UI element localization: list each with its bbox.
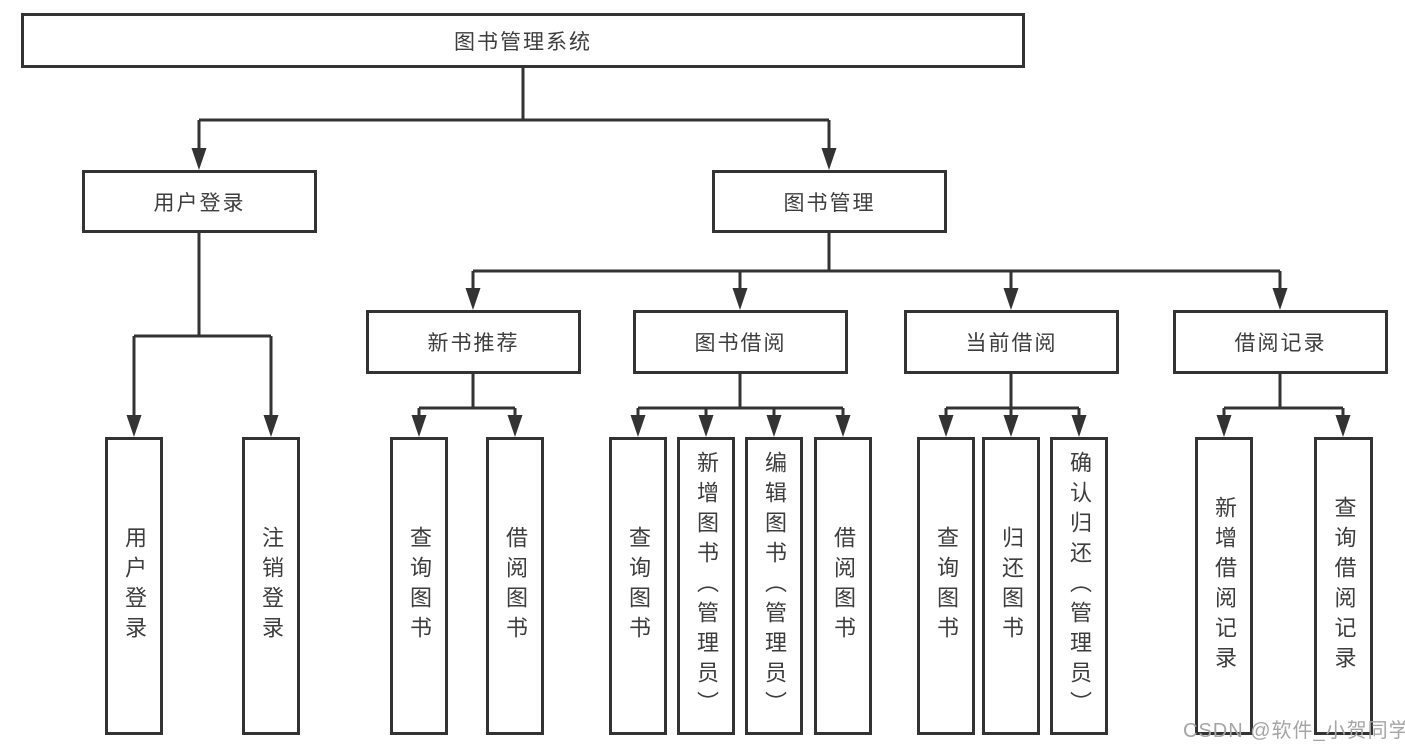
leaf-query-borrow-record: 查询借阅记录 — [1314, 437, 1373, 735]
edge-user-trunk — [134, 233, 271, 338]
leaf-query-books: 查询图书 — [609, 437, 667, 735]
arrowhead-icon — [732, 288, 748, 310]
edge-root-trunk — [199, 68, 829, 122]
node-book-management-branch: 图书管理 — [712, 170, 947, 233]
node-label: 新增借阅记录 — [1212, 496, 1237, 676]
edge-current-trunk — [946, 374, 1079, 410]
node-label: 编辑图书（管理员） — [762, 451, 787, 721]
node-new-book-recommend: 新书推荐 — [366, 310, 581, 374]
leaf-query-books: 查询图书 — [917, 437, 975, 735]
arrowhead-icon — [835, 415, 851, 437]
node-current-borrow: 当前借阅 — [904, 310, 1119, 374]
leaf-borrow-books: 借阅图书 — [486, 437, 544, 735]
leaf-add-borrow-record: 新增借阅记录 — [1195, 437, 1253, 735]
arrowhead-icon — [698, 415, 714, 437]
edge-book-trunk — [473, 233, 1280, 273]
arrowhead-icon — [1003, 415, 1019, 437]
arrowhead-icon — [1216, 415, 1232, 437]
node-label: 当前借阅 — [965, 332, 1058, 355]
node-label: 新书推荐 — [427, 332, 520, 355]
node-label: 用户登录 — [122, 526, 147, 646]
arrowhead-icon — [821, 148, 837, 170]
arrowhead-icon — [126, 415, 142, 437]
node-borrow-records: 借阅记录 — [1173, 310, 1388, 374]
leaf-edit-books-admin: 编辑图书（管理员） — [745, 437, 803, 735]
arrowhead-icon — [630, 415, 646, 437]
leaf-confirm-return-admin: 确认归还（管理员） — [1050, 437, 1108, 735]
arrowhead-icon — [263, 415, 279, 437]
node-label: 图书管理系统 — [454, 30, 592, 54]
leaf-user-login: 用户登录 — [105, 437, 163, 735]
node-label: 图书管理 — [783, 191, 876, 215]
node-label: 新增图书（管理员） — [694, 451, 719, 721]
edge-borrow-trunk — [638, 374, 843, 410]
node-label: 查询图书 — [407, 526, 432, 646]
node-label: 借阅图书 — [503, 526, 528, 646]
node-library-management-system: 图书管理系统 — [21, 13, 1025, 68]
leaf-add-books-admin: 新增图书（管理员） — [677, 437, 735, 735]
leaf-borrow-books: 借阅图书 — [814, 437, 872, 735]
arrowhead-icon — [1335, 415, 1351, 437]
arrowhead-icon — [938, 415, 954, 437]
arrowhead-icon — [465, 288, 481, 310]
node-label: 借阅记录 — [1234, 332, 1327, 355]
arrowhead-icon — [1272, 288, 1288, 310]
arrowhead-icon — [191, 148, 207, 170]
arrowhead-icon — [1071, 415, 1087, 437]
node-book-borrow: 图书借阅 — [633, 310, 848, 374]
node-label: 查询图书 — [626, 526, 651, 646]
edge-records-trunk — [1224, 374, 1343, 410]
leaf-return-books: 归还图书 — [982, 437, 1040, 735]
leaf-query-books: 查询图书 — [390, 437, 448, 735]
arrowhead-icon — [1003, 288, 1019, 310]
node-label: 归还图书 — [999, 526, 1024, 646]
edge-newbook-trunk — [419, 374, 515, 410]
leaf-logout: 注销登录 — [242, 437, 300, 735]
node-label: 查询图书 — [934, 526, 959, 646]
csdn-watermark: CSDN @软件_小贺同学 — [1183, 720, 1405, 742]
node-label: 用户登录 — [153, 191, 246, 215]
node-label: 注销登录 — [259, 526, 284, 646]
node-user-login-branch: 用户登录 — [82, 170, 317, 233]
node-label: 借阅图书 — [831, 526, 856, 646]
arrowhead-icon — [411, 415, 427, 437]
node-label: 查询借阅记录 — [1331, 496, 1357, 676]
node-label: 图书借阅 — [694, 332, 787, 355]
node-label: 确认归还（管理员） — [1067, 451, 1092, 721]
arrowhead-icon — [507, 415, 523, 437]
arrowhead-icon — [766, 415, 782, 437]
